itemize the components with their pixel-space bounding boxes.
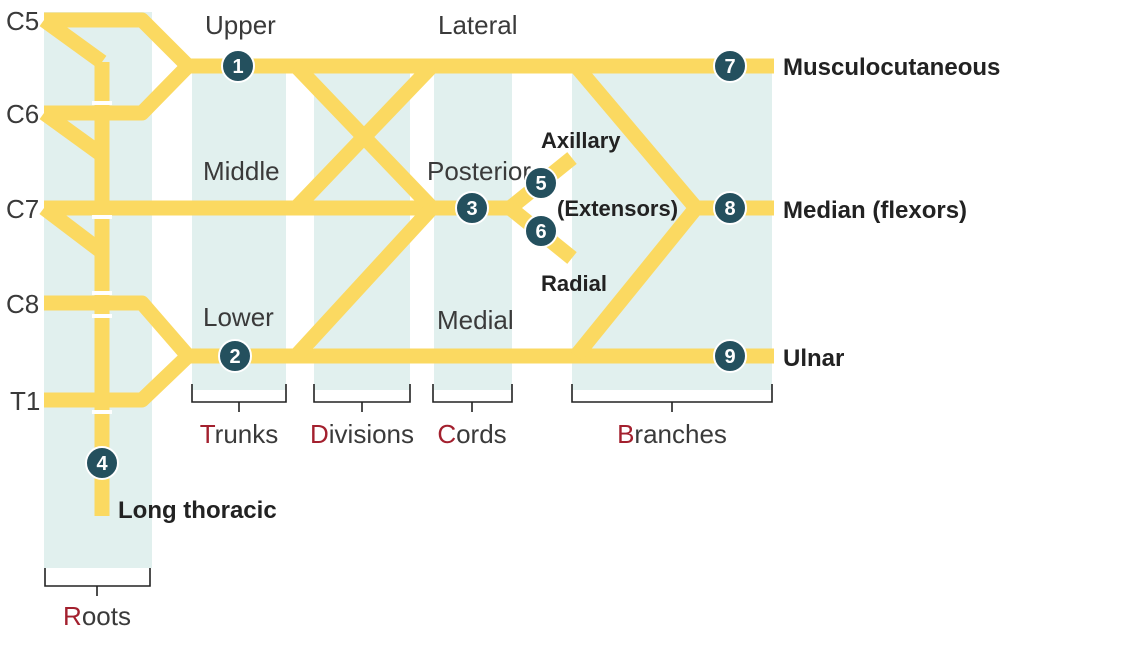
branch-label-musculocutaneous: Musculocutaneous — [783, 54, 1000, 81]
marker-number: 8 — [724, 198, 735, 220]
cord-label-posterior: Posterior — [427, 156, 531, 186]
trunk-label-middle: Middle — [203, 156, 280, 186]
marker-number: 2 — [229, 346, 240, 368]
marker-3: 3 — [455, 191, 489, 225]
category-labels: Roots Trunks Divisions Cords Branches — [63, 419, 727, 631]
bracket-branches — [571, 384, 773, 412]
marker-number: 1 — [232, 56, 243, 78]
category-initial: C — [437, 419, 456, 449]
marker-8: 8 — [713, 191, 747, 225]
category-label-branches: Branches — [617, 419, 727, 449]
marker-circle — [218, 339, 252, 373]
marker-circle — [524, 166, 558, 200]
marker-7: 7 — [713, 49, 747, 83]
category-initial: T — [200, 419, 216, 449]
branch-label-extensors: (Extensors) — [557, 196, 678, 221]
medial-root-of-median — [570, 203, 702, 361]
marker-circle — [713, 339, 747, 373]
marker-number: 4 — [96, 453, 108, 475]
band-trunks — [192, 70, 286, 390]
number-markers: 1 2 3 4 5 6 7 8 — [85, 49, 747, 480]
category-label-cords: Cords — [437, 419, 506, 449]
category-initial: D — [310, 419, 329, 449]
segment-ticks — [92, 101, 112, 414]
marker-circle — [524, 214, 558, 248]
marker-circle — [713, 49, 747, 83]
category-initial: R — [63, 601, 82, 631]
branch-label-median: Median (flexors) — [783, 197, 967, 224]
lower-posterior-division — [290, 202, 438, 362]
category-rest: ivisions — [329, 419, 414, 449]
marker-6: 6 — [524, 214, 558, 248]
marker-number: 5 — [535, 173, 546, 195]
marker-9: 9 — [713, 339, 747, 373]
branch-label-axillary: Axillary — [541, 128, 621, 153]
branch-labels: Axillary (Extensors) Radial Musculocutan… — [118, 54, 1000, 524]
cord-label-medial: Medial — [437, 305, 514, 335]
branch-label-radial: Radial — [541, 271, 607, 296]
marker-5: 5 — [524, 166, 558, 200]
category-rest: ords — [456, 419, 507, 449]
marker-circle — [85, 446, 119, 480]
t1-root — [44, 350, 194, 408]
bracket-trunks — [191, 384, 287, 412]
branch-label-ulnar: Ulnar — [783, 345, 844, 372]
trunk-label-upper: Upper — [205, 10, 276, 40]
marker-number: 7 — [724, 56, 735, 78]
marker-number: 9 — [724, 346, 735, 368]
c5-root — [44, 12, 194, 72]
category-initial: B — [617, 419, 634, 449]
cord-label-lateral: Lateral — [438, 10, 518, 40]
marker-number: 6 — [535, 221, 546, 243]
band-cords — [434, 70, 512, 390]
marker-4: 4 — [85, 446, 119, 480]
brackets — [44, 384, 773, 596]
root-label-c6: C6 — [6, 99, 39, 129]
category-rest: runks — [215, 419, 279, 449]
band-divisions — [314, 70, 410, 390]
category-label-divisions: Divisions — [310, 419, 414, 449]
c6-root — [44, 60, 194, 121]
c8-root — [44, 295, 194, 361]
marker-1: 1 — [221, 49, 255, 83]
category-label-roots: Roots — [63, 601, 131, 631]
root-label-t1: T1 — [10, 386, 40, 416]
trunk-label-lower: Lower — [203, 302, 274, 332]
trunk-cord-labels: Upper Middle Lower Lateral Posterior Med… — [203, 10, 531, 335]
category-label-trunks: Trunks — [200, 419, 279, 449]
marker-number: 3 — [466, 198, 477, 220]
middle-anterior-division — [290, 60, 438, 214]
marker-circle — [713, 191, 747, 225]
root-label-c7: C7 — [6, 194, 39, 224]
category-rest: oots — [82, 601, 131, 631]
marker-circle — [221, 49, 255, 83]
root-label-c8: C8 — [6, 289, 39, 319]
bracket-roots — [44, 568, 151, 596]
marker-circle — [455, 191, 489, 225]
lateral-root-of-median — [570, 61, 702, 213]
category-rest: ranches — [634, 419, 727, 449]
bracket-cords — [432, 384, 513, 412]
root-labels: C5 C6 C7 C8 T1 — [6, 6, 40, 416]
branch-label-long-thoracic: Long thoracic — [118, 497, 277, 524]
marker-2: 2 — [218, 339, 252, 373]
bracket-divisions — [313, 384, 411, 412]
root-label-c5: C5 — [6, 6, 39, 36]
